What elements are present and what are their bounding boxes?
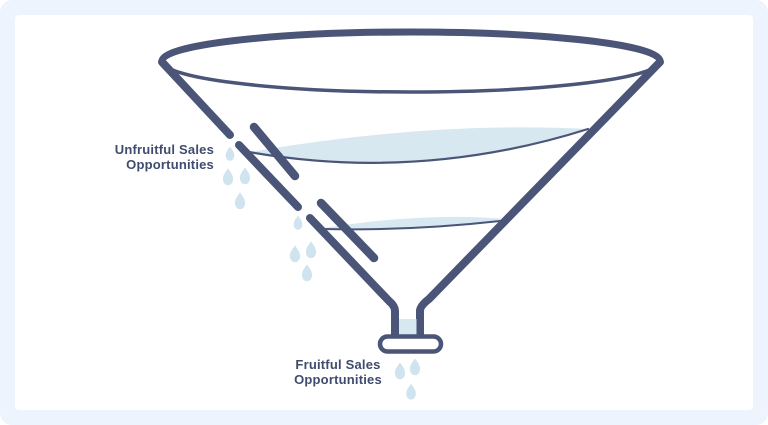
left-wall-segment-middle (235, 141, 302, 211)
spout-droplets (394, 358, 421, 400)
fruitful-label-line1: Fruitful Sales (295, 357, 381, 372)
unfruitful-label-line2: Opportunities (126, 157, 214, 172)
droplet-icon (293, 215, 303, 230)
fruitful-label-line2: Opportunities (294, 372, 382, 387)
left-wall-segment-top (158, 58, 234, 139)
spout-cap (377, 334, 444, 354)
unfruitful-label: Unfruitful Sales Opportunities (115, 142, 214, 172)
funnel-right-wall (416, 58, 664, 344)
droplet-icon (301, 264, 313, 282)
water-surface-upper (250, 127, 588, 163)
funnel-spout (377, 319, 444, 354)
fruitful-label: Fruitful Sales Opportunities (252, 357, 424, 387)
leak-cracks (249, 122, 379, 263)
leak-piece-lower (316, 198, 379, 263)
droplet-icon (305, 241, 317, 259)
water-surface-lower (324, 216, 506, 230)
droplet-icon (394, 362, 406, 380)
droplet-icon (289, 245, 301, 263)
water-level-upper (247, 127, 590, 164)
leak-piece-upper (249, 122, 300, 181)
funnel-rim-front-edge (160, 59, 662, 94)
funnel-rim-back-edge (158, 28, 664, 65)
leak-droplets-upper (222, 146, 251, 210)
droplet-icon (234, 192, 246, 210)
leak-droplets-lower (289, 215, 317, 282)
unfruitful-label-line1: Unfruitful Sales (114, 142, 214, 157)
droplet-icon (225, 146, 235, 161)
funnel-left-wall (158, 58, 399, 344)
funnel-rim (158, 28, 664, 94)
left-wall-segment-bottom (306, 214, 399, 344)
droplet-icon (409, 358, 421, 376)
water-line-upper (247, 127, 590, 164)
droplet-icon (406, 383, 416, 400)
water-level-lower (323, 216, 506, 231)
droplet-icon (239, 167, 251, 185)
droplet-icon (222, 168, 234, 186)
